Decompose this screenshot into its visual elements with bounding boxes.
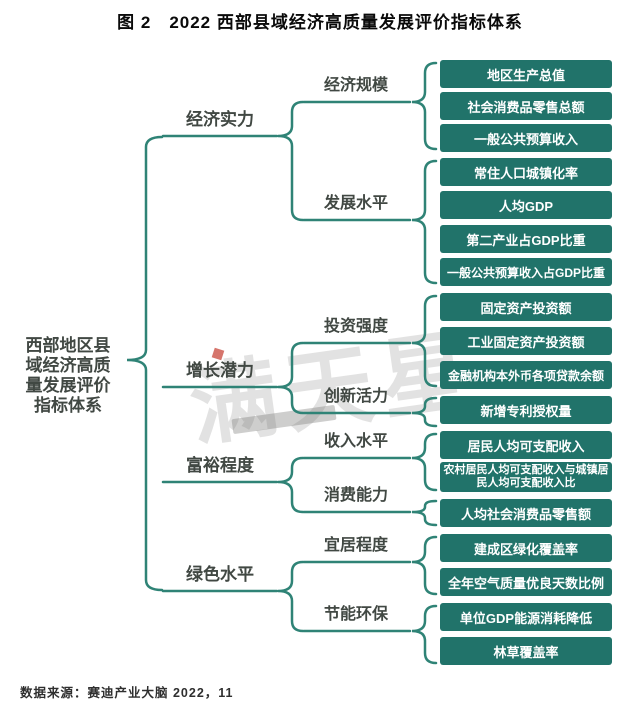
sub-livability: 宜居程度 (323, 537, 388, 554)
indicator-box: 地区生产总值 (440, 60, 612, 88)
indicator-box: 固定资产投资额 (440, 293, 612, 321)
indicator-box: 一般公共预算收入占GDP比重 (440, 258, 612, 286)
indicator-box: 单位GDP能源消耗降低 (440, 603, 612, 631)
indicator-box: 常住人口城镇化率 (440, 158, 612, 186)
branch-economic-strength: 经济实力 (186, 110, 254, 129)
indicator-box: 居民人均可支配收入 (440, 431, 612, 459)
sub-economic-scale: 经济规模 (323, 77, 388, 94)
indicator-box: 工业固定资产投资额 (440, 327, 612, 355)
sub-investment-intensity: 投资强度 (323, 318, 388, 335)
indicator-box: 全年空气质量优良天数比例 (440, 568, 612, 596)
sub-energy-conservation: 节能环保 (323, 606, 388, 623)
indicator-box: 人均GDP (440, 191, 612, 219)
indicator-box: 一般公共预算收入 (440, 124, 612, 152)
branch-green-level: 绿色水平 (186, 565, 254, 584)
data-source: 数据来源：赛迪产业大脑 2022，11 (20, 686, 234, 700)
root-node: 西部地区县域经济高质量发展评价指标体系 (25, 336, 111, 415)
sub-income-level: 收入水平 (323, 433, 388, 450)
indicator-box: 新增专利授权量 (440, 396, 612, 424)
indicator-box: 林草覆盖率 (440, 637, 612, 665)
sub-innovation-vitality: 创新活力 (323, 388, 388, 405)
sub-consumption-capacity: 消费能力 (323, 487, 388, 504)
branch-affluence-level: 富裕程度 (186, 456, 254, 475)
figure-title: 图 2 2022 西部县域经济高质量发展评价指标体系 (117, 13, 523, 32)
indicator-box: 建成区绿化覆盖率 (440, 534, 612, 562)
indicator-box: 人均社会消费品零售额 (440, 499, 612, 527)
branch-growth-potential: 增长潜力 (186, 361, 254, 380)
indicator-box: 社会消费品零售总额 (440, 92, 612, 120)
indicator-box: 金融机构本外币各项贷款余额 (440, 361, 612, 389)
sub-development-level: 发展水平 (323, 195, 388, 212)
indicator-box: 第二产业占GDP比重 (440, 225, 612, 253)
indicator-box: 农村居民人均可支配收入与城镇居民人均可支配收入比 (440, 462, 612, 492)
